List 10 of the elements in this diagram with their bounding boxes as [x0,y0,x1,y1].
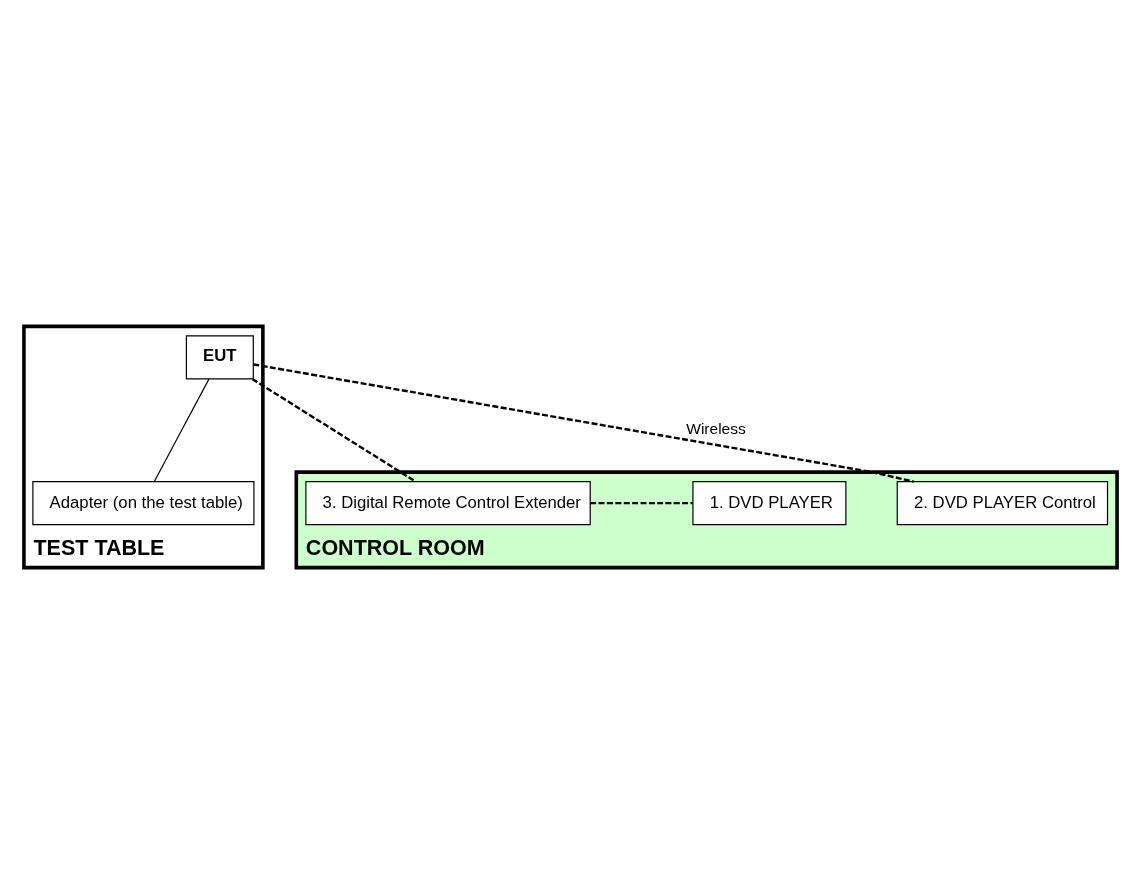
node-box: 3. Digital Remote Control Extender [305,480,591,525]
node-box: 1. DVD PLAYER [692,480,847,525]
node-box: EUT [185,334,254,379]
edge-label: Wireless [686,419,746,437]
connector [153,378,210,482]
connector [590,501,693,504]
connector [253,362,914,483]
connector [251,377,417,482]
node-box: Adapter (on the test table) [32,480,255,525]
node-box: 2. DVD PLAYER Control [896,480,1109,525]
